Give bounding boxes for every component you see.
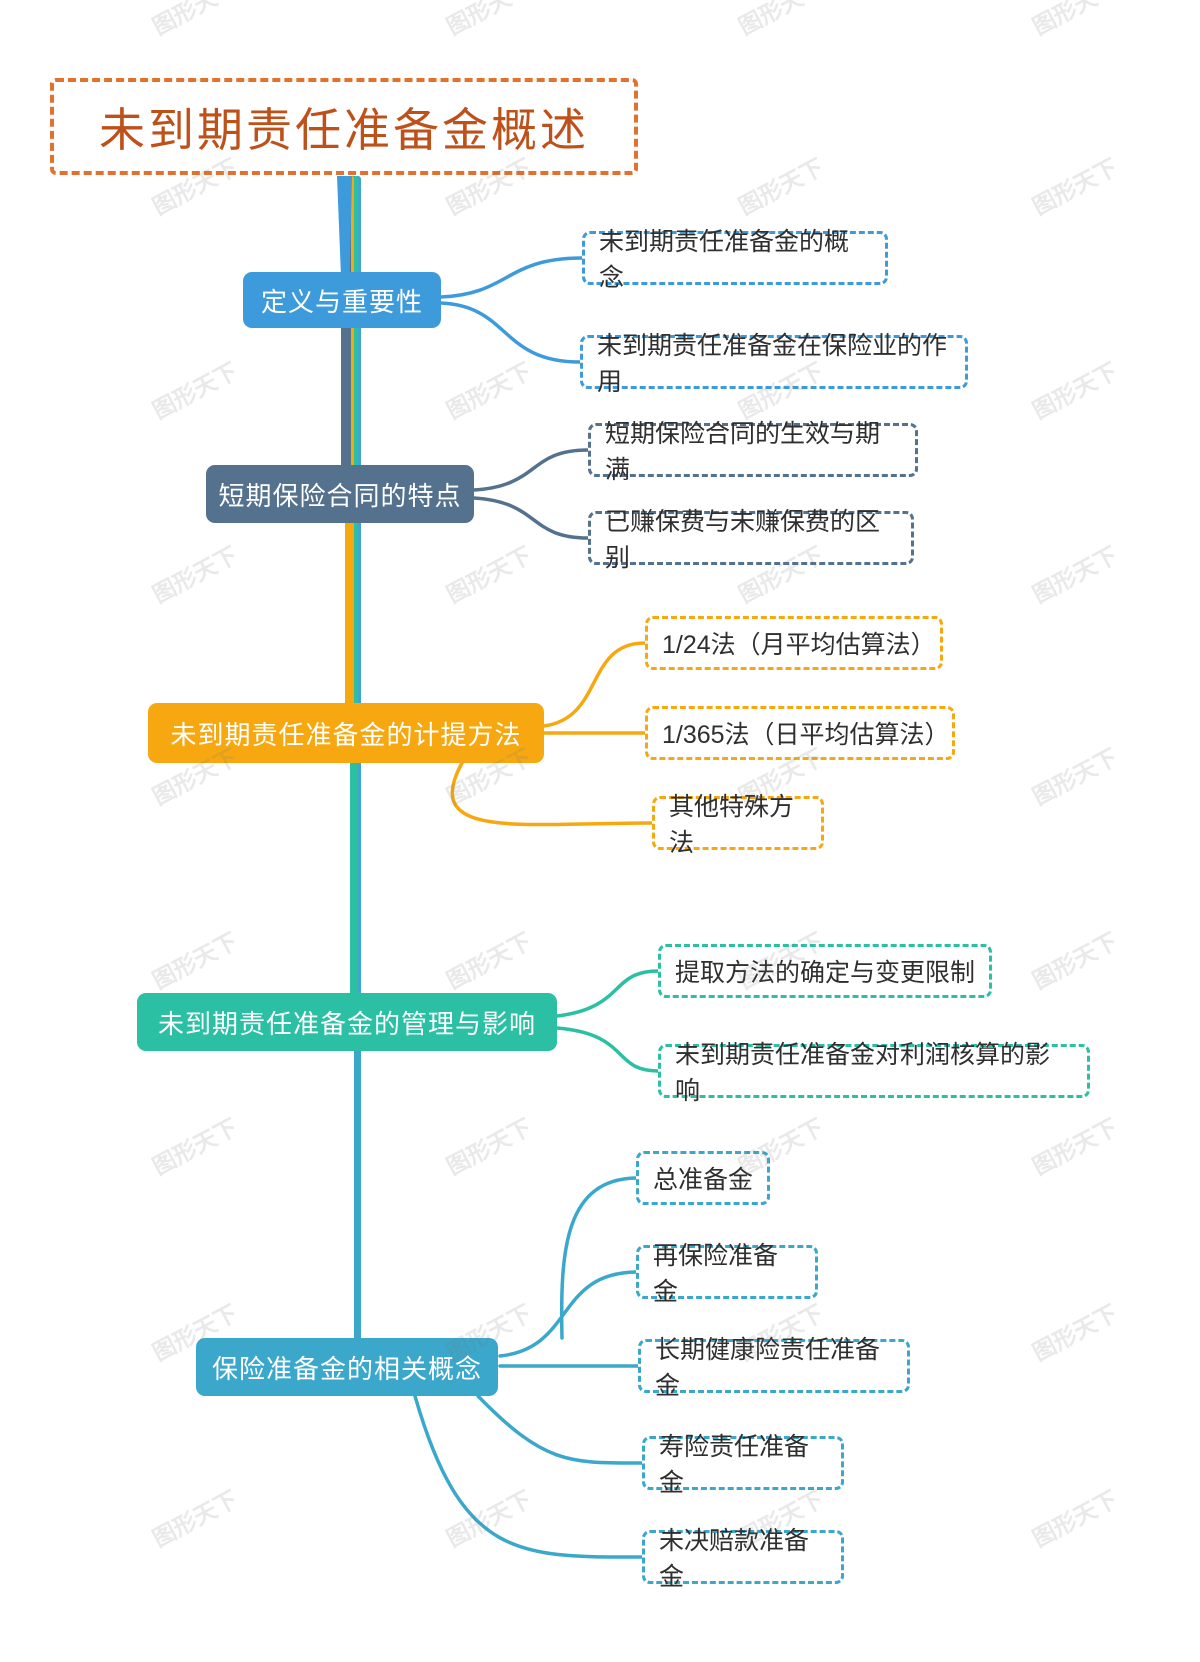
subtopic-total-reserve[interactable]: 总准备金 xyxy=(636,1151,770,1205)
connector xyxy=(555,969,660,1018)
branch-topic-4[interactable]: 未到期责任准备金的管理与影响 xyxy=(137,993,557,1051)
connector xyxy=(439,256,584,299)
connector xyxy=(476,1394,644,1465)
subtopic-earned-vs-unearned[interactable]: 已赚保费与未赚保费的区别 xyxy=(588,508,914,572)
subtopic-role-in-insurance[interactable]: 未到期责任准备金在保险业的作用 xyxy=(580,332,968,396)
root-topic[interactable]: 未到期责任准备金概述 xyxy=(50,78,638,175)
connector xyxy=(559,1176,640,1340)
connector xyxy=(542,641,647,728)
trunk-line-branch1 xyxy=(337,176,352,302)
branch-topic-5[interactable]: 保险准备金的相关概念 xyxy=(196,1338,498,1396)
connector xyxy=(555,1026,660,1073)
connector xyxy=(472,496,590,540)
branch-topic-1[interactable]: 定义与重要性 xyxy=(243,272,441,328)
subtopic-reinsurance-reserve[interactable]: 再保险准备金 xyxy=(636,1242,818,1306)
connector xyxy=(413,1394,644,1559)
subtopic-life-insurance-reserve[interactable]: 寿险责任准备金 xyxy=(642,1433,844,1497)
subtopic-1-365-method[interactable]: 1/365法（日平均估算法） xyxy=(645,706,955,760)
subtopic-profit-impact[interactable]: 未到期责任准备金对利润核算的影响 xyxy=(658,1041,1090,1105)
branch-topic-3[interactable]: 未到期责任准备金的计提方法 xyxy=(148,703,544,763)
subtopic-concept[interactable]: 未到期责任准备金的概念 xyxy=(582,228,888,292)
subtopic-other-methods[interactable]: 其他特殊方法 xyxy=(652,793,824,857)
connector xyxy=(498,1270,640,1358)
branch-topic-2[interactable]: 短期保险合同的特点 xyxy=(206,465,474,523)
connector xyxy=(439,301,582,364)
subtopic-long-term-health-reserve[interactable]: 长期健康险责任准备金 xyxy=(638,1336,910,1400)
subtopic-effective-expiry[interactable]: 短期保险合同的生效与期满 xyxy=(588,420,918,484)
subtopic-method-change-limits[interactable]: 提取方法的确定与变更限制 xyxy=(658,944,992,998)
subtopic-1-24-method[interactable]: 1/24法（月平均估算法） xyxy=(645,616,943,670)
subtopic-outstanding-claims-reserve[interactable]: 未决赔款准备金 xyxy=(642,1527,844,1591)
connector xyxy=(472,448,590,492)
connector xyxy=(450,761,654,827)
